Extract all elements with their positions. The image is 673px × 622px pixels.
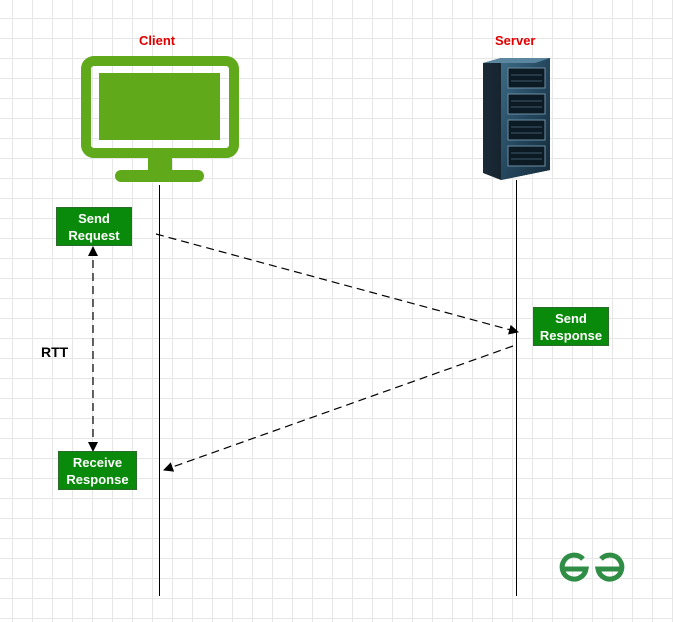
- send-response-box: Send Response: [533, 307, 609, 346]
- gfg-logo-icon: [559, 552, 625, 582]
- server-label: Server: [495, 33, 536, 48]
- send-response-line2: Response: [539, 327, 603, 343]
- request-arrow: [155, 233, 519, 335]
- receive-response-line2: Response: [66, 471, 129, 487]
- monitor-icon: [81, 56, 239, 182]
- receive-response-line1: Receive: [72, 454, 123, 470]
- send-request-box: Send Request: [56, 207, 132, 246]
- client-label: Client: [139, 33, 176, 48]
- server-lifeline: [516, 180, 517, 596]
- receive-response-box: Receive Response: [58, 451, 137, 490]
- send-response-line1: Send: [555, 310, 587, 326]
- send-request-line1: Send: [78, 210, 110, 226]
- server-rack-icon: [483, 58, 550, 180]
- response-arrow: [163, 345, 514, 472]
- rtt-label: RTT: [41, 344, 69, 360]
- send-request-line2: Request: [68, 227, 120, 243]
- client-lifeline: [159, 185, 160, 596]
